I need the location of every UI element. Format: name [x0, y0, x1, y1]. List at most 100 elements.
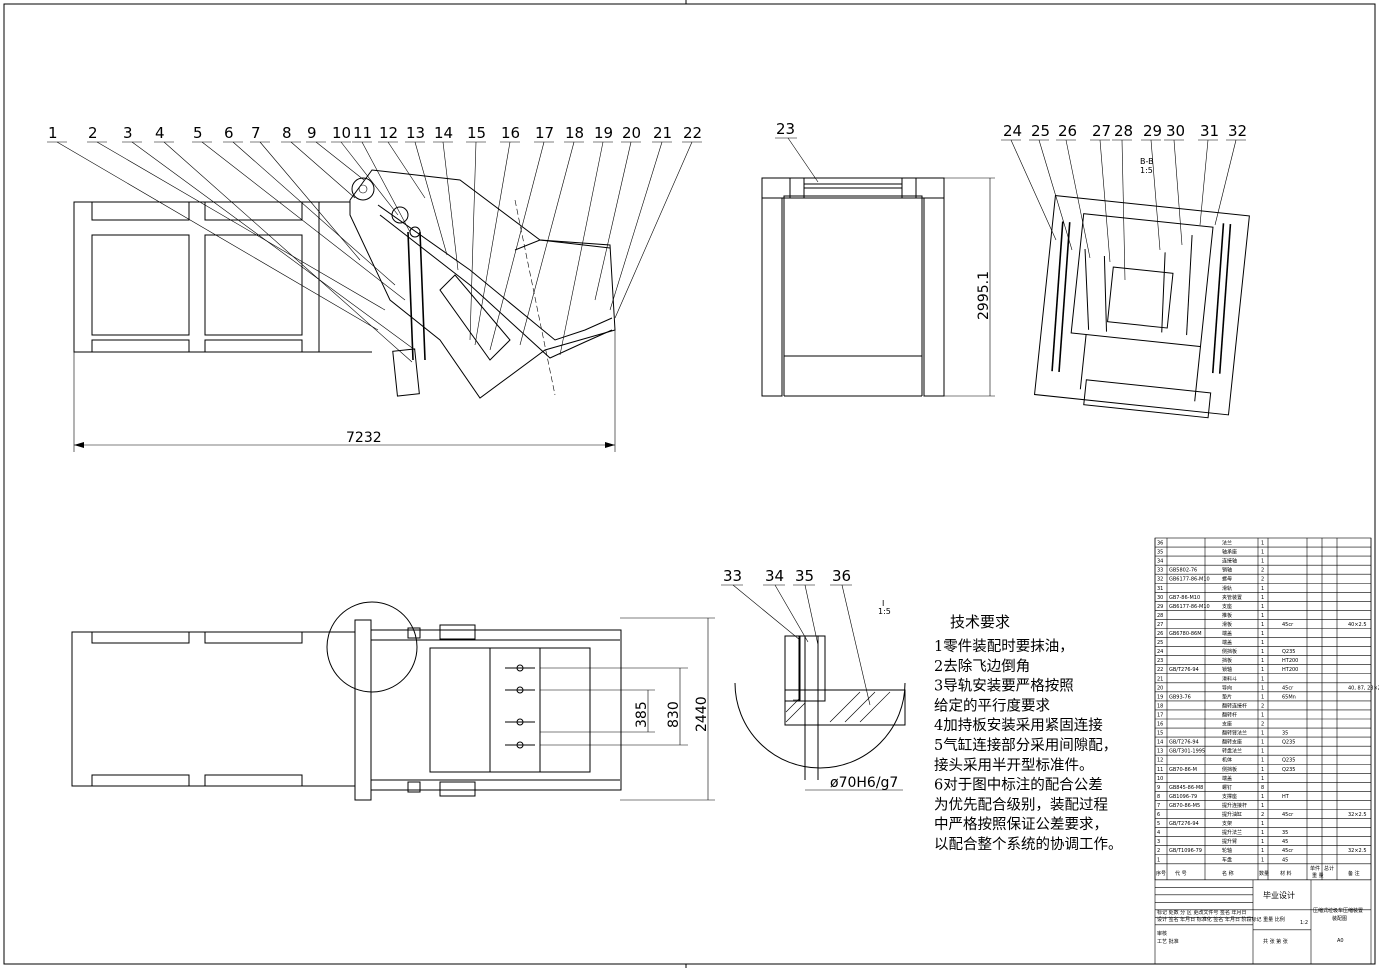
- leader-line-2: [96, 141, 386, 311]
- bom-no: 26: [1157, 631, 1163, 637]
- bom-qty: 1: [1261, 839, 1264, 845]
- bom-no: 5: [1157, 821, 1160, 827]
- leader-line-4: [163, 141, 413, 363]
- leader-line-14: [442, 141, 459, 271]
- detail-scale: 1:5: [878, 607, 891, 616]
- bom-name: 翻转臂法兰: [1222, 730, 1247, 737]
- bom-no: 6: [1157, 812, 1160, 818]
- bom-qty: 1: [1261, 776, 1264, 782]
- bom-qty: 8: [1261, 785, 1264, 791]
- bom-material: 45: [1282, 857, 1288, 863]
- bom-note: 40, 87, 23×2: [1348, 685, 1379, 691]
- bom-no: 31: [1157, 586, 1163, 592]
- notes-title: 技术要求: [950, 613, 1010, 631]
- bom-name: 提升臂: [1222, 838, 1237, 845]
- bom-header-name: 名 称: [1222, 870, 1234, 877]
- bom-no: 18: [1157, 703, 1163, 709]
- bom-code: GB70-86-M5: [1169, 803, 1200, 809]
- drawing-subtitle: 装配图: [1332, 915, 1347, 922]
- bom-material: 35: [1282, 830, 1288, 836]
- part-label-3: 3: [123, 124, 133, 142]
- bom-name: 转盘法兰: [1222, 748, 1242, 755]
- bom-code: GB6780-86M: [1169, 631, 1202, 637]
- bom-code: GB1096-79: [1169, 794, 1197, 800]
- bom-qty: 1: [1261, 640, 1264, 646]
- part-label-5: 5: [193, 124, 203, 142]
- bom-header-material: 材 料: [1280, 870, 1292, 877]
- note-line-6: 5气缸连接部分采用间隙配，: [934, 736, 1117, 754]
- bom-name: 推板: [1222, 612, 1232, 619]
- bom-material: HT200: [1282, 667, 1298, 673]
- bom-code: GB70-86-M: [1169, 767, 1197, 773]
- bom-qty: 1: [1261, 767, 1264, 773]
- leader-line-10: [340, 141, 399, 216]
- project-label: 毕业设计: [1263, 890, 1295, 900]
- bom-code: GB/T276-94: [1169, 667, 1199, 673]
- bom-material: 65Mn: [1282, 694, 1296, 700]
- leader-line-8: [290, 141, 356, 199]
- part-label-30: 30: [1166, 122, 1185, 140]
- part-label-32: 32: [1228, 122, 1247, 140]
- part-label-12: 12: [379, 124, 398, 142]
- bom-material: 45cr: [1282, 685, 1294, 691]
- note-line-1: 1零件装配时要抹油，: [934, 638, 1074, 655]
- bom-name: 支座: [1222, 603, 1232, 610]
- bom-name: 车盘: [1222, 856, 1232, 863]
- bom-no: 22: [1157, 667, 1163, 673]
- part-label-20: 20: [622, 124, 641, 142]
- bom-qty: 1: [1261, 631, 1264, 637]
- bom-material: Q235: [1282, 649, 1295, 655]
- part-label-16: 16: [501, 124, 520, 142]
- bom-name: 轮轴: [1222, 847, 1232, 854]
- bom-name: 端盖: [1222, 630, 1232, 637]
- leader-line-11: [361, 141, 411, 233]
- detail-view: ø70H6/g7 I 1:5: [734, 599, 906, 791]
- leader-line-19: [559, 141, 604, 356]
- top-view: 385 830 2440: [71, 601, 715, 801]
- bom-name: 垫片: [1222, 693, 1232, 700]
- part-label-7: 7: [251, 124, 261, 142]
- dim-fit: ø70H6/g7: [830, 775, 898, 791]
- bom-no: 29: [1157, 604, 1163, 610]
- front-view: 7232: [73, 169, 616, 452]
- bom-no: 12: [1157, 758, 1163, 764]
- bom-name: 翻转支座: [1222, 739, 1242, 746]
- bom-material: HT200: [1282, 658, 1298, 664]
- bom-qty: 1: [1261, 604, 1264, 610]
- bom-no: 16: [1157, 722, 1163, 728]
- part-label-2: 2: [88, 124, 98, 142]
- note-line-8: 6对于图中标注的配合公差: [934, 777, 1103, 794]
- bom-no: 13: [1157, 749, 1163, 755]
- title-row-3: 审核: [1157, 930, 1167, 937]
- drawing-title: 压缩式垃圾车压缩装置: [1313, 907, 1363, 914]
- bom-material: 45cr: [1282, 622, 1294, 628]
- bom-code: GB/T1096-79: [1169, 848, 1202, 854]
- bom-note: 40×2.5: [1348, 622, 1367, 628]
- part-label-15: 15: [467, 124, 486, 142]
- part-label-25: 25: [1031, 122, 1050, 140]
- bom-name: 法兰: [1222, 540, 1232, 547]
- bom-header-note: 备 注: [1348, 870, 1360, 877]
- bom-qty: 2: [1261, 812, 1264, 818]
- bom-qty: 1: [1261, 749, 1264, 755]
- bom-no: 8: [1157, 794, 1160, 800]
- part-label-26: 26: [1058, 122, 1077, 140]
- bom-no: 27: [1157, 622, 1163, 628]
- bom-no: 1: [1157, 857, 1160, 863]
- section-scale: 1:5: [1140, 166, 1153, 175]
- bom-no: 23: [1157, 658, 1163, 664]
- bom-name: 螺钉: [1222, 784, 1232, 791]
- bom-header-total: 总计: [1324, 865, 1334, 872]
- bom-qty: 1: [1261, 550, 1264, 556]
- bom-qty: 1: [1261, 649, 1264, 655]
- bom-header-no: 序号: [1156, 870, 1166, 877]
- leader-line-17: [489, 141, 545, 351]
- bom-no: 30: [1157, 595, 1163, 601]
- bom-no: 7: [1157, 803, 1160, 809]
- bom-no: 11: [1157, 767, 1163, 773]
- leader-line-20: [594, 141, 632, 301]
- part-label-36: 36: [832, 567, 851, 585]
- bom-name: 翻转杆: [1222, 711, 1237, 718]
